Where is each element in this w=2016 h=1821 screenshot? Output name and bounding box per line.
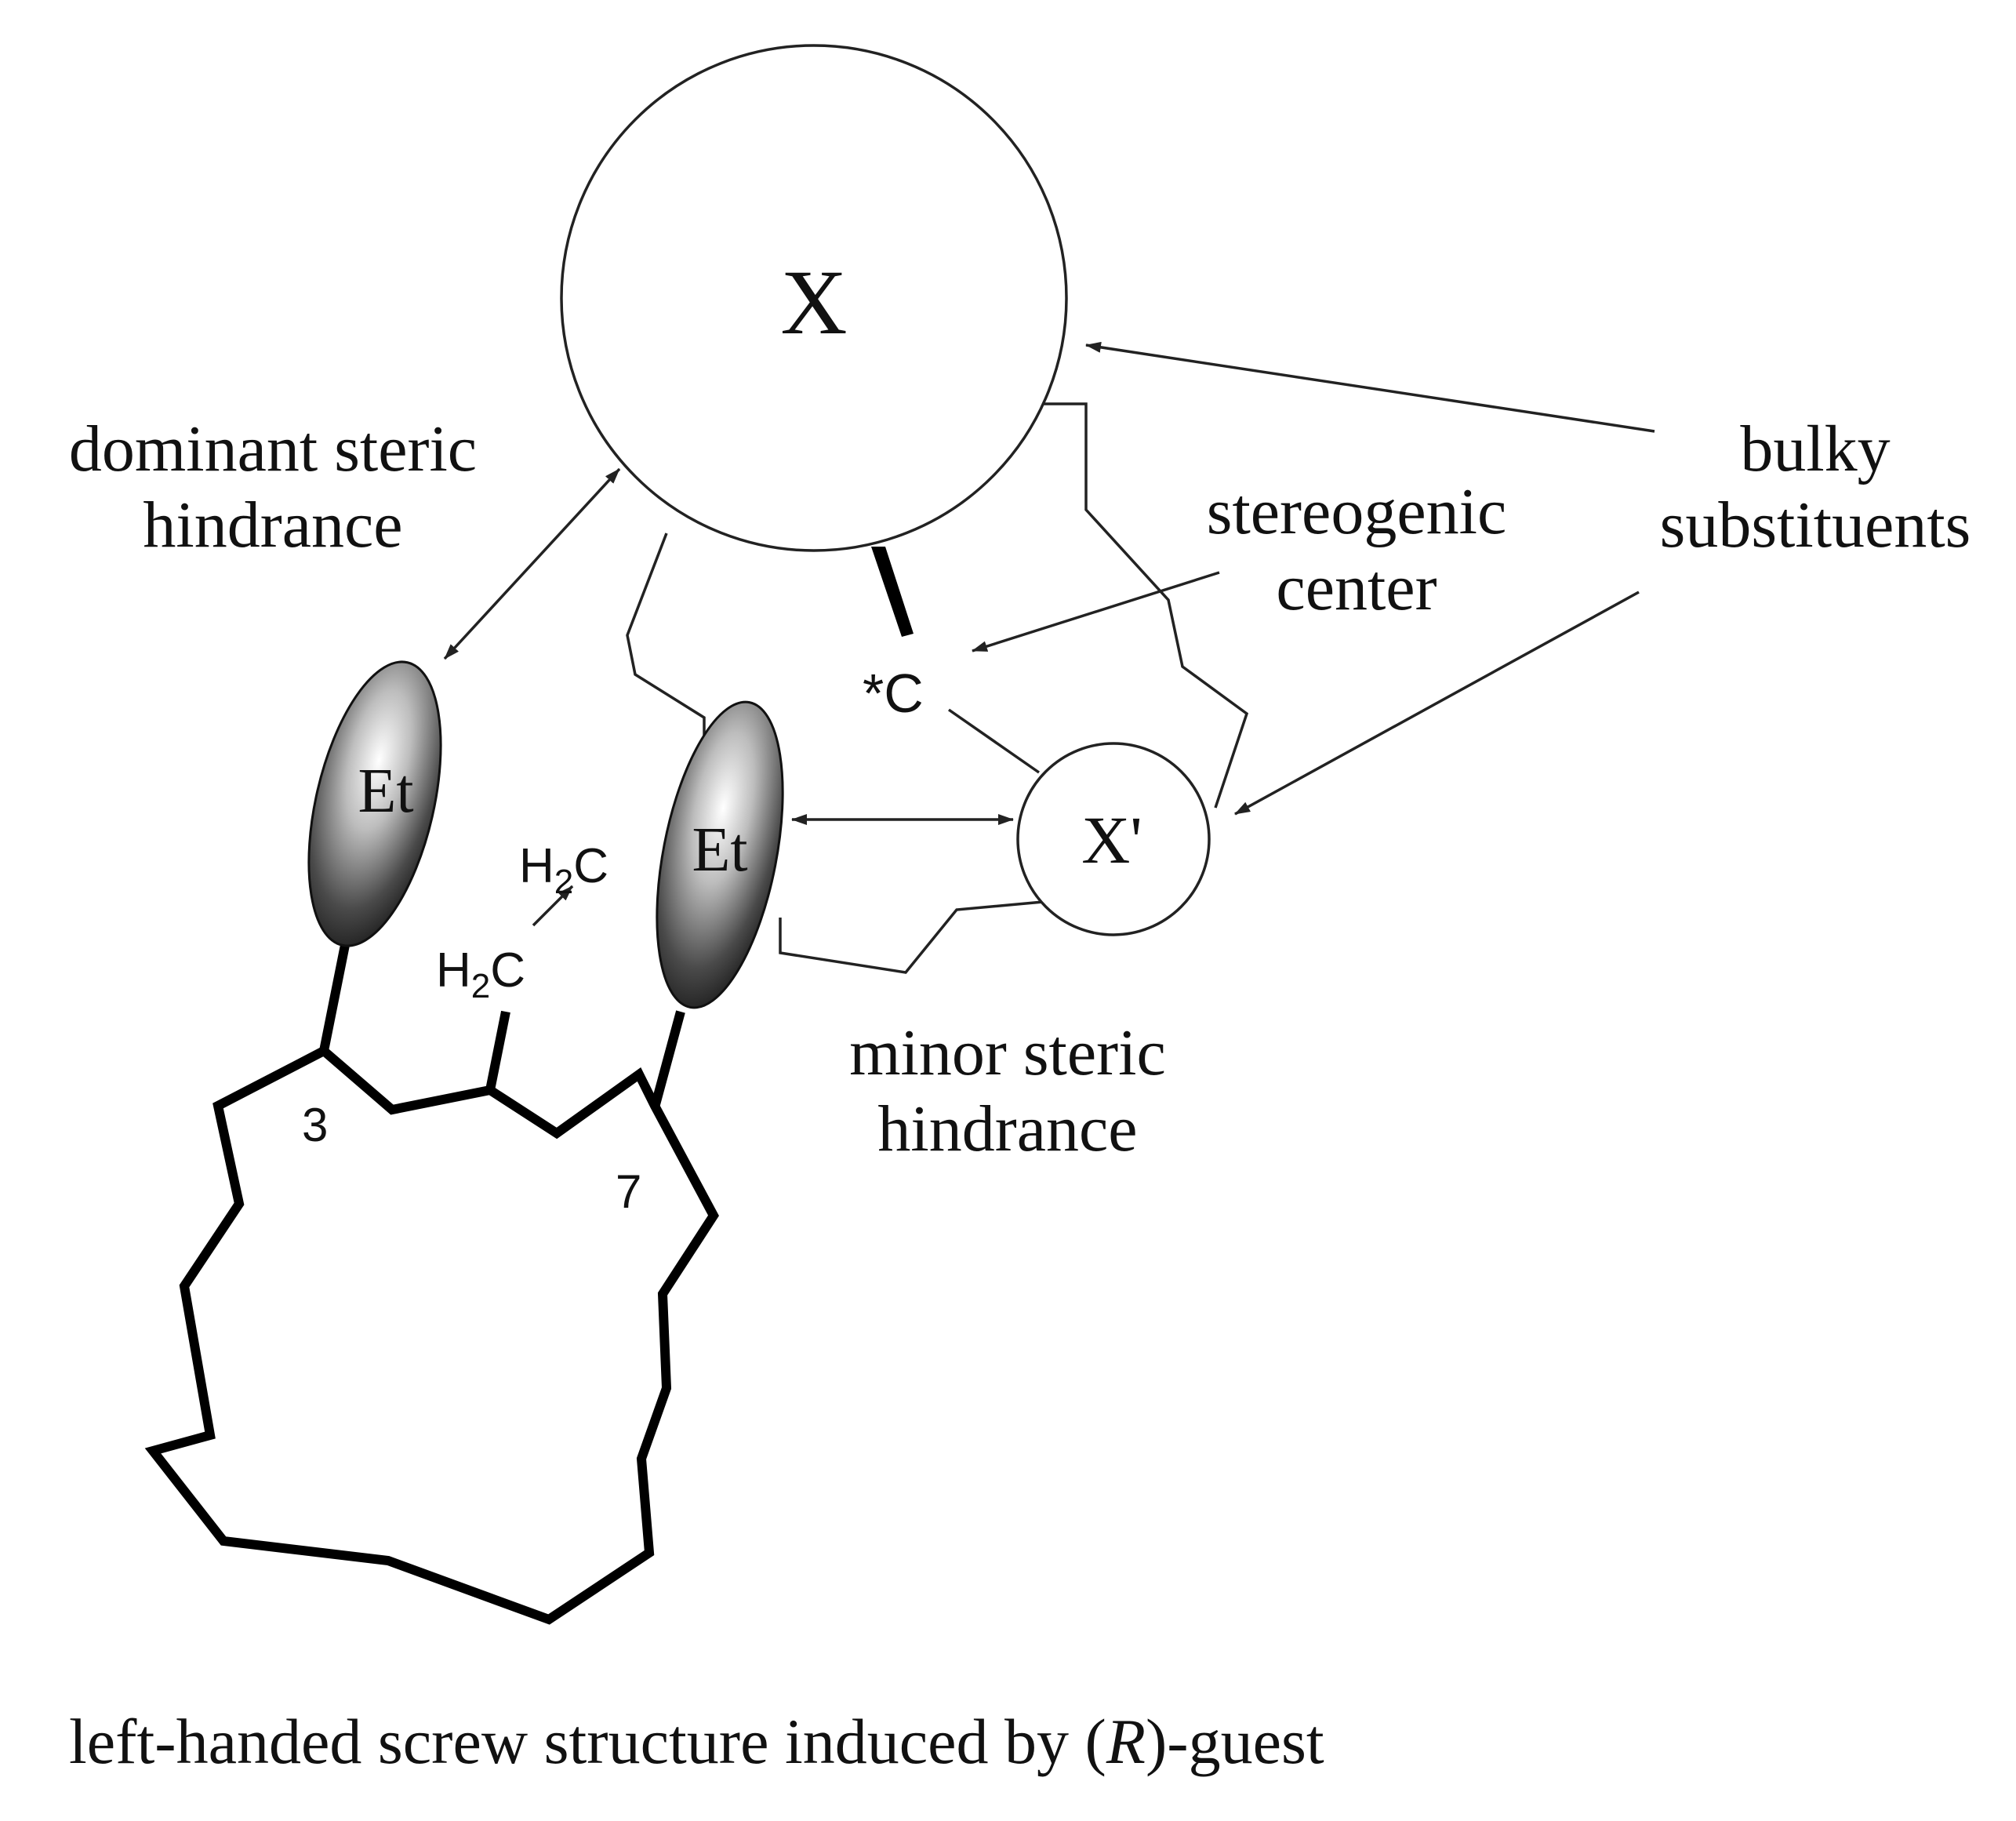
et-right-label: Et xyxy=(692,816,747,885)
bond-ring-ch2 xyxy=(485,1010,510,1092)
wedge-bond xyxy=(871,547,914,637)
h2c-upper-label: H2C xyxy=(519,839,608,901)
caption-post: )-guest xyxy=(1146,1706,1324,1777)
bond-c3-et-left xyxy=(319,943,350,1052)
minor-hindrance-label-line1: minor steric xyxy=(849,1016,1166,1089)
bond-c7-et-right xyxy=(650,1010,685,1109)
position-3-label: 3 xyxy=(302,1099,328,1151)
tether-right xyxy=(1035,402,1249,809)
minor-hindrance-label-line2: hindrance xyxy=(877,1092,1137,1165)
dominant-hindrance-label-line1: dominant steric xyxy=(69,413,477,485)
h2c-lower-label: H2C xyxy=(436,943,525,1005)
caption-pre: left-handed screw structure induced by ( xyxy=(69,1706,1106,1777)
dominant-hindrance-arrow xyxy=(443,467,621,660)
x-group-circle xyxy=(560,44,1068,552)
position-7-label: 7 xyxy=(616,1165,641,1218)
bond-c-xprime xyxy=(948,708,1040,774)
bulky-arrow-to-xprime xyxy=(1234,591,1640,816)
dominant-hindrance-label-line2: hindrance xyxy=(143,489,402,562)
x-prime-group-circle xyxy=(1016,742,1211,936)
bulky-label-line1: bulky xyxy=(1740,413,1890,485)
et-left-label: Et xyxy=(358,757,413,826)
et-left-ellipse xyxy=(307,660,442,947)
stereogenic-arrow xyxy=(972,571,1220,652)
bulky-label-line2: substituents xyxy=(1660,489,1971,562)
tether-bottom xyxy=(779,900,1044,974)
x-prime-group-label: X' xyxy=(1081,802,1142,878)
caption: left-handed screw structure induced by (… xyxy=(69,1706,1324,1777)
bulky-arrow-to-x xyxy=(1085,341,1655,433)
macrocycle-ring xyxy=(144,1046,719,1625)
tether-left xyxy=(626,532,706,784)
stereo-carbon-label: *C xyxy=(863,663,924,724)
et-right-ellipse xyxy=(656,700,784,1009)
caption-italic: R xyxy=(1106,1706,1146,1777)
stereogenic-label-line1: stereogenic xyxy=(1207,475,1506,548)
h2c-arrow xyxy=(532,885,574,927)
x-group-label: X xyxy=(780,251,847,354)
stereogenic-label-line2: center xyxy=(1276,551,1437,624)
